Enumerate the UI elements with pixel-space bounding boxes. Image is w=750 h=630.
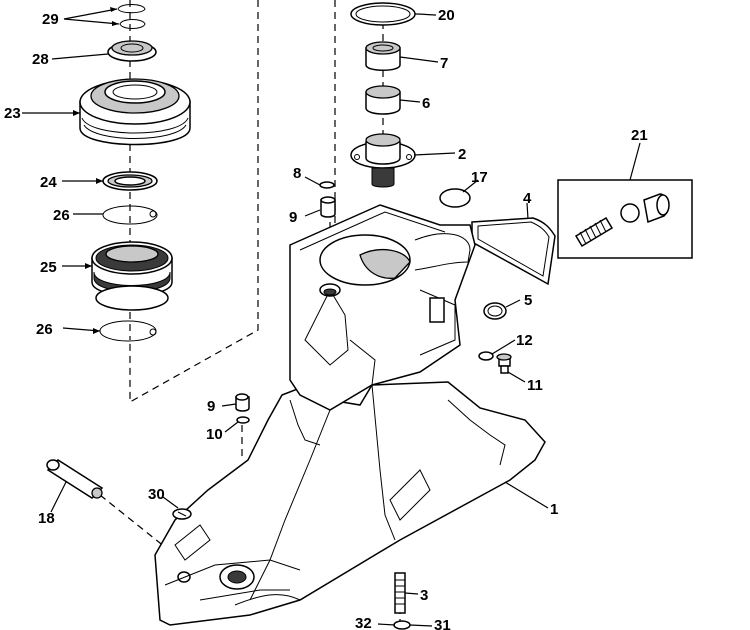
- snap-ring-26-lower: [99, 320, 157, 342]
- callout-28: 28: [32, 51, 49, 68]
- callout-2: 2: [458, 146, 466, 163]
- pin-9-upper: [320, 196, 336, 218]
- o-ring-10: [236, 416, 250, 424]
- seal-ring-20: [350, 2, 416, 26]
- drive-gear-23: [79, 78, 191, 146]
- tapered-bearing-25: [91, 241, 173, 311]
- callout-6: 6: [422, 95, 430, 112]
- callout-11: 11: [527, 377, 543, 394]
- callout-23: 23: [4, 105, 21, 122]
- o-ring-5: [483, 302, 507, 320]
- callout-9-lower: 9: [207, 398, 215, 415]
- pin-18: [46, 459, 104, 499]
- callout-24: 24: [40, 174, 57, 191]
- spring: [574, 216, 614, 248]
- snap-ring-29: [117, 4, 146, 29]
- callout-32: 32: [355, 615, 372, 630]
- callout-1: 1: [550, 501, 558, 518]
- snap-ring-26-upper: [102, 205, 158, 225]
- callout-17: 17: [471, 169, 488, 186]
- callout-18: 18: [38, 510, 55, 527]
- callout-9-upper: 9: [289, 209, 297, 226]
- check-valve-kit-21: [557, 179, 693, 259]
- callout-3: 3: [420, 587, 428, 604]
- plug-17: [439, 188, 471, 208]
- pin-9-lower: [235, 393, 250, 412]
- callout-labels: 29 28 23 24 26 25 26 20 7 6 2 21 8 17 4 …: [4, 7, 648, 630]
- needle-bearing-7: [365, 41, 401, 71]
- callout-20: 20: [438, 7, 455, 24]
- stud-3: [394, 572, 406, 614]
- washer-30: [172, 508, 192, 520]
- retainer-2: [350, 133, 416, 188]
- gear-housing-1: [154, 204, 546, 626]
- callout-26-upper: 26: [53, 207, 70, 224]
- leader-lines: [22, 8, 641, 627]
- callout-4: 4: [523, 190, 532, 207]
- callout-25: 25: [40, 259, 57, 276]
- o-ring-8: [319, 181, 335, 189]
- callout-12: 12: [516, 332, 533, 349]
- callout-29: 29: [42, 11, 59, 28]
- washer-31: [393, 620, 411, 630]
- callout-10: 10: [206, 426, 223, 443]
- leader-arrowheads: [73, 7, 119, 334]
- callout-7: 7: [440, 55, 448, 72]
- bearing-race-24: [102, 171, 158, 191]
- callout-8: 8: [293, 165, 301, 182]
- washer-12: [478, 351, 494, 361]
- washer-28: [107, 40, 157, 62]
- screw-11: [496, 353, 512, 374]
- callout-21: 21: [631, 127, 648, 144]
- callout-30: 30: [148, 486, 165, 503]
- callout-26-lower: 26: [36, 321, 53, 338]
- gasket-4: [471, 217, 556, 286]
- sleeve-6: [365, 85, 401, 115]
- callout-31: 31: [434, 617, 451, 630]
- callout-5: 5: [524, 292, 532, 309]
